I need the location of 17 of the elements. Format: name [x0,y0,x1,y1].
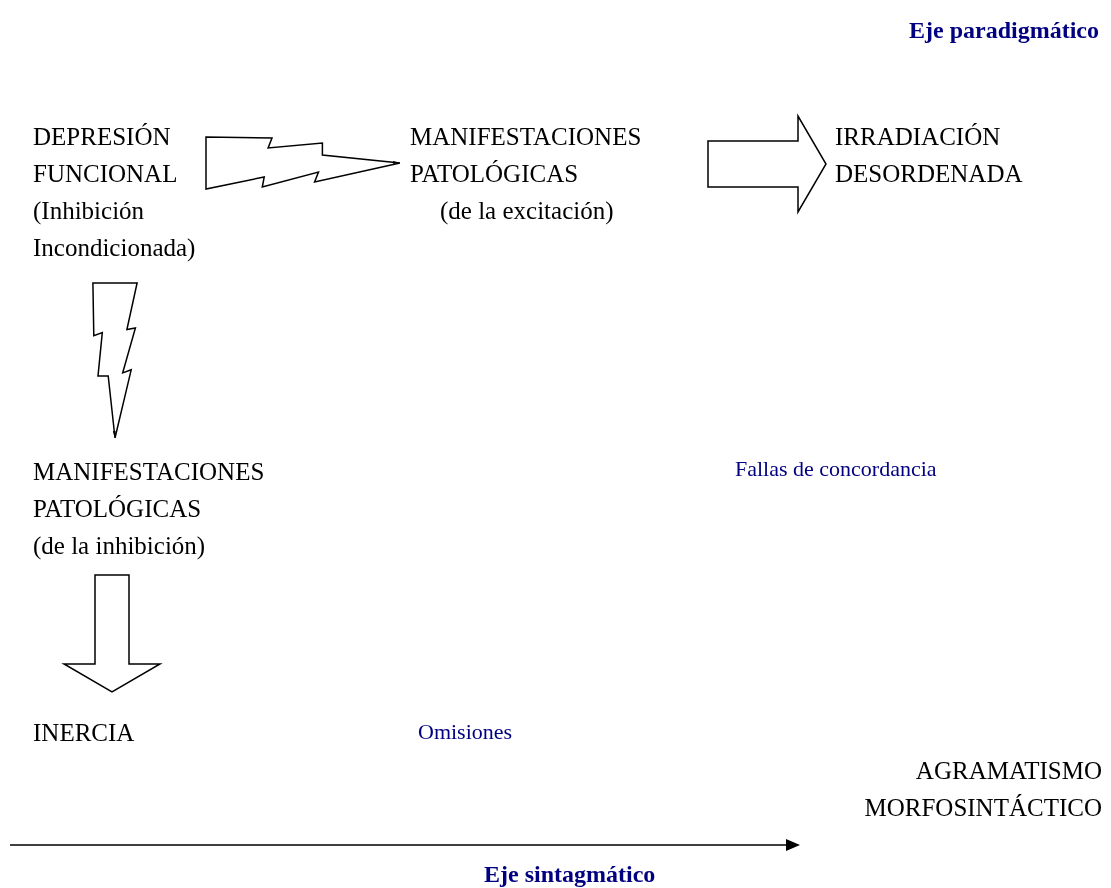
node-subtext: (de la inhibición) [33,531,207,562]
axis-title: Eje paradigmático [909,16,1099,45]
node-heading: IRRADIACIÓN DESORDENADA [834,122,1024,189]
block-arrow [61,574,163,693]
lightning-arrow [205,136,401,190]
axis-title: Eje sintagmático [484,860,656,888]
node-subtext: (de la excitación) [439,196,615,227]
node-heading: MANIFESTACIONES PATOLÓGICAS [33,457,266,524]
node-subtext: (Inhibición Incondicionada) [33,196,197,263]
block-arrow [707,113,827,215]
node-heading: DEPRESIÓN FUNCIONAL [33,122,179,189]
node-heading: MANIFESTACIONES PATOLÓGICAS [409,122,643,189]
category-text: Fallas de concordancia [735,455,937,483]
category-text: Omisiones [418,718,513,746]
node-heading: INERCIA [33,718,136,748]
outcome-text: AGRAMATISMO MORFOSINTÁCTICO [863,756,1102,823]
lightning-arrow [92,282,139,439]
